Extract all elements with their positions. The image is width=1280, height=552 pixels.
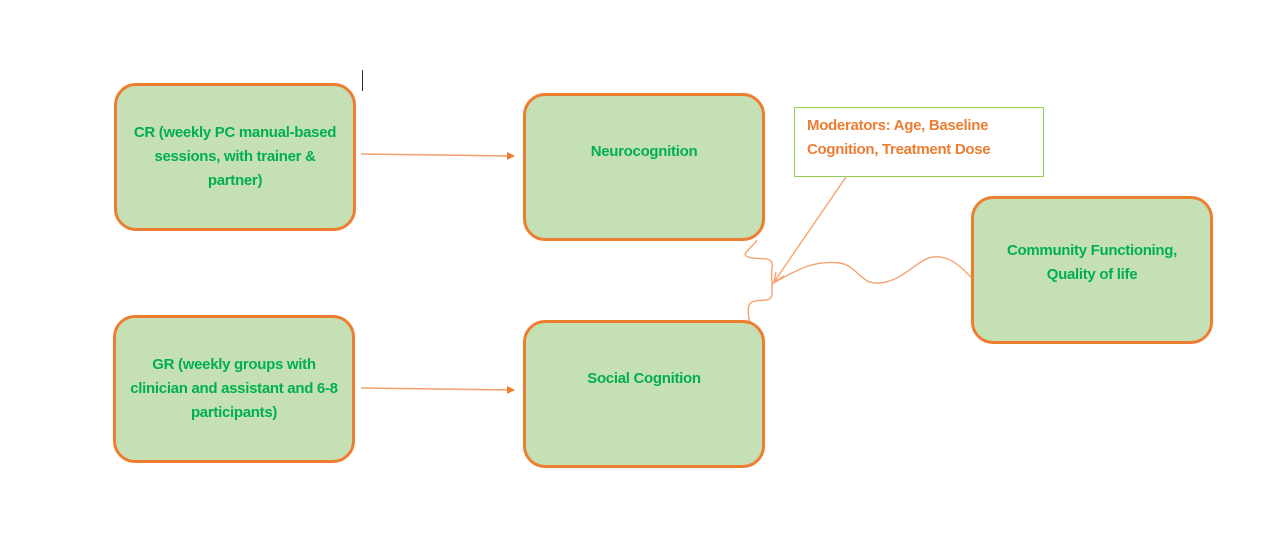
edge-junction-to-community <box>771 255 973 285</box>
node-community-label: Community Functioning, Quality of life <box>1006 242 1178 283</box>
node-neurocognition: Neurocognition <box>523 93 765 241</box>
node-cr: CR (weekly PC manual-based sessions, wit… <box>114 83 356 231</box>
moderator-arrowhead <box>773 271 785 283</box>
edge-moderators-to-junction <box>773 176 847 283</box>
moderators-textbox: Moderators: Age, Baseline Cognition, Tre… <box>794 107 1044 177</box>
node-social-cognition-label: Social Cognition <box>587 370 701 387</box>
node-social-cognition: Social Cognition <box>523 320 765 468</box>
node-gr-label: GR (weekly groups with clinician and ass… <box>130 356 338 421</box>
node-cr-label: CR (weekly PC manual-based sessions, wit… <box>133 124 337 189</box>
edge-cr-to-neurocognition <box>360 151 515 160</box>
edge-gr-to-social-cognition <box>360 385 515 394</box>
node-community-functioning: Community Functioning, Quality of life <box>971 196 1213 344</box>
edge-neurocognition-to-junction <box>744 239 773 285</box>
text-cursor <box>362 70 363 91</box>
node-neurocognition-label: Neurocognition <box>590 143 698 160</box>
node-gr: GR (weekly groups with clinician and ass… <box>113 315 355 463</box>
moderators-label: Moderators: Age, Baseline Cognition, Tre… <box>807 117 991 158</box>
